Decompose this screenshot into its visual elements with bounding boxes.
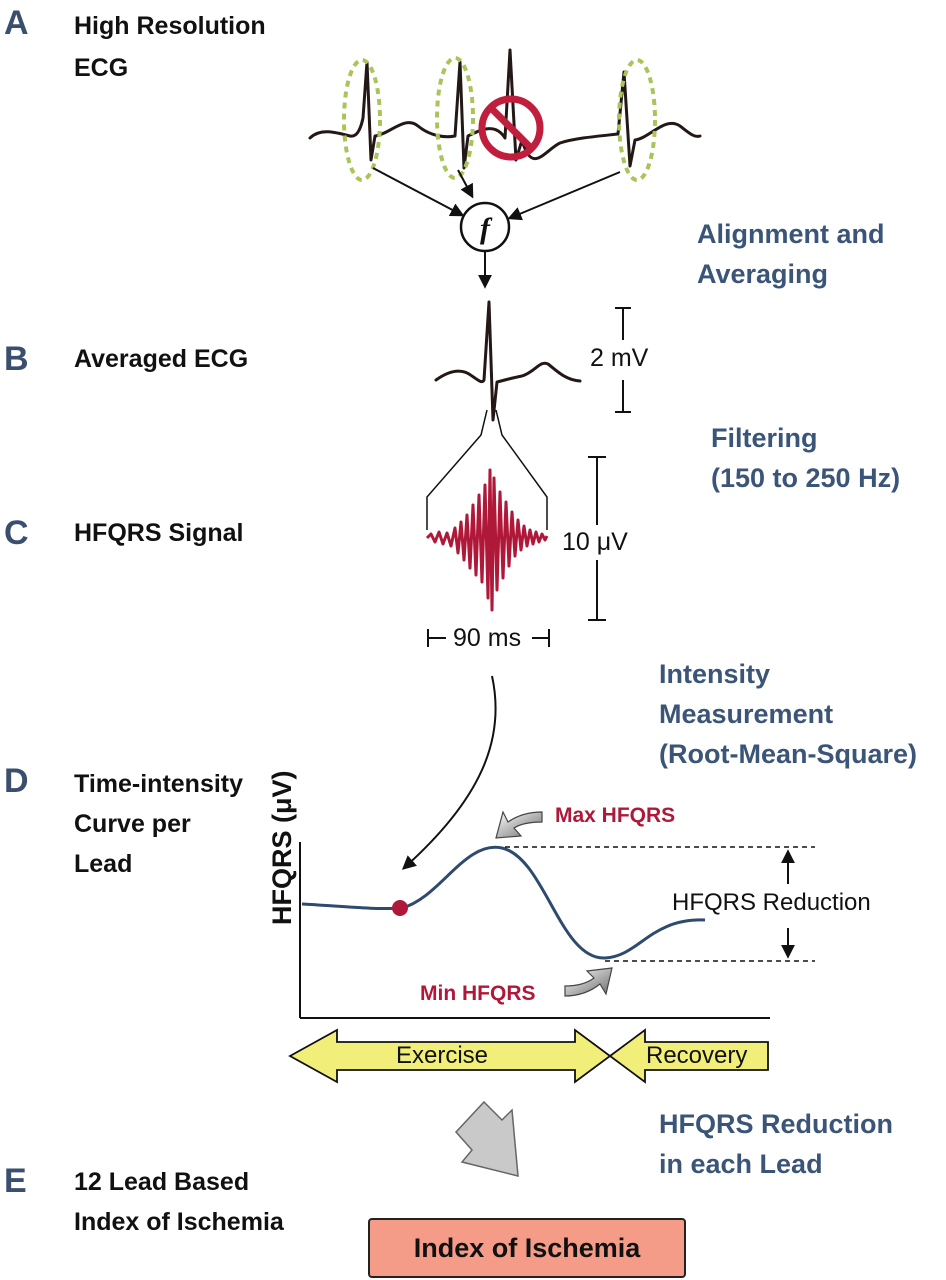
curve-y-axis-label: HFQRS (μV) [267,770,297,925]
section-a-title-line2: ECG [74,54,129,82]
section-e-title-line2: Index of Ischemia [74,1208,284,1236]
step-reduction-line2: in each Lead [659,1149,823,1179]
averaged-amplitude-label: 2 mV [590,344,649,372]
max-hfqrs-label: Max HFQRS [555,804,676,827]
beat-highlight-2 [435,56,475,180]
step-alignment-line1: Alignment and [697,219,885,249]
arrow-beat1-to-function [372,167,465,217]
section-letter-d: D [4,762,29,800]
curve-axes [299,842,770,1019]
step-reduction-line1: HFQRS Reduction [659,1109,893,1139]
gray-down-arrow [454,1100,519,1177]
averaged-scale-bar [615,307,631,413]
step-filtering-line1: Filtering [711,423,818,453]
hfqrs-amplitude-scale-bar [588,456,606,621]
zoom-line-left [426,409,488,530]
time-intensity-curve [301,845,706,960]
function-symbol: f [480,212,493,245]
beat-highlight-3 [617,58,657,182]
section-d-title-line2: Curve per [74,810,191,838]
arrow-beat2-to-function [457,169,474,199]
step-filtering-line2: (150 to 250 Hz) [711,463,901,493]
step-intensity-line1: Intensity [659,659,771,689]
hfqrs-reduction-label: HFQRS Reduction [672,889,871,916]
recovery-phase-label: Recovery [646,1042,748,1069]
section-c-title: HFQRS Signal [74,519,244,547]
raw-ecg-trace [308,48,702,170]
arrow-hfqrs-to-curve [401,675,497,870]
recovery-phase-arrow [608,1028,769,1084]
section-e-title-line1: 12 Lead Based [74,1168,250,1196]
arrow-beat3-to-function [507,171,621,221]
averaging-function-circle [459,201,511,253]
section-d-title-line3: Lead [74,850,133,878]
index-of-ischemia-box: Index of Ischemia [368,1218,686,1278]
hfqrs-duration-scale-bar [427,629,550,647]
zoom-line-right [495,409,548,530]
averaged-ecg-trace [434,300,582,422]
section-a-title-line1: High Resolution [74,12,266,40]
step-intensity-line2: Measurement [659,699,834,729]
exercise-phase-label: Exercise [396,1042,489,1069]
section-letter-a: A [4,4,29,42]
step-alignment-line2: Averaging [697,259,829,289]
section-letter-b: B [4,340,29,378]
beat-highlight-1 [342,58,382,182]
hfqrs-duration-label: 90 ms [453,624,522,652]
max-pointer-arrow [495,810,543,839]
min-hfqrs-label: Min HFQRS [420,982,536,1005]
hfqrs-signal-trace [425,468,549,612]
exercise-start-point [392,900,408,916]
section-letter-e: E [4,1162,27,1200]
index-of-ischemia-label: Index of Ischemia [413,1232,641,1263]
section-letter-c: C [4,514,29,552]
rejected-beat-icon [478,95,544,161]
min-pointer-arrow [564,967,613,997]
section-b-title: Averaged ECG [74,345,249,373]
hfqrs-amplitude-label: 10 μV [562,528,628,556]
section-d-title-line1: Time-intensity [74,770,244,798]
step-intensity-line3: (Root-Mean-Square) [659,739,917,769]
